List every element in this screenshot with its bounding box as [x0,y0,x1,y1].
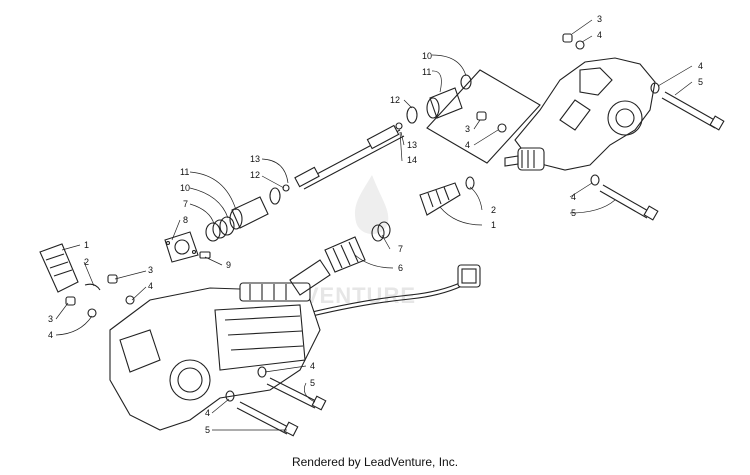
callout-7: 7 [183,199,188,209]
callout-3: 3 [48,314,53,324]
callout-11: 11 [422,67,431,77]
callout-10: 10 [422,51,432,61]
callout-1: 1 [84,240,89,250]
callout-12: 12 [250,170,260,180]
callout-3: 3 [148,265,153,275]
callout-4: 4 [48,330,53,340]
callout-2: 2 [84,257,89,267]
render-credit: Rendered by LeadVenture, Inc. [291,455,459,469]
callout-4: 4 [310,361,315,371]
front-bolt-upper [257,366,327,411]
front-gearcase [109,259,331,431]
callout-9: 9 [226,260,231,270]
callout-3: 3 [465,124,470,134]
callout-4: 4 [205,408,210,418]
front-coupler [205,187,281,242]
callout-13: 13 [250,154,260,164]
front-nut-washer-set [65,274,135,318]
callout-11: 11 [180,167,189,177]
callout-14: 14 [407,155,417,165]
callout-8: 8 [183,215,188,225]
coupler-upper [406,69,541,164]
rear-boot [419,176,475,216]
callout-5: 5 [310,378,315,388]
callout-4: 4 [597,30,602,40]
callout-6: 6 [398,263,403,273]
callout-4: 4 [148,281,153,291]
callout-13: 13 [407,140,417,150]
callout-3: 3 [597,14,602,24]
rear-gearcase [504,57,656,171]
callout-10: 10 [180,183,190,193]
callout-numbers: 3 4 10 11 4 5 12 3 4 13 14 13 12 11 10 7… [48,14,703,435]
wiring-harness [299,264,481,320]
leader-lines [55,19,693,431]
rear-gearcase-upper-bolt [650,82,725,131]
callout-5: 5 [698,77,703,87]
callout-4: 4 [465,140,470,150]
driveshaft [282,122,405,192]
rear-gearcase-lower-bolt [590,174,659,221]
rear-nut-washer-set [476,33,585,133]
callout-4: 4 [571,192,576,202]
callout-5: 5 [205,425,210,435]
front-boot [324,221,391,273]
flange-plate [164,231,211,263]
callout-7: 7 [398,244,403,254]
callout-12: 12 [390,95,400,105]
callout-1: 1 [491,220,496,230]
callout-5: 5 [571,208,576,218]
front-bolt-lower [225,390,299,437]
left-boot [39,243,101,293]
callout-4: 4 [698,61,703,71]
callout-2: 2 [491,205,496,215]
